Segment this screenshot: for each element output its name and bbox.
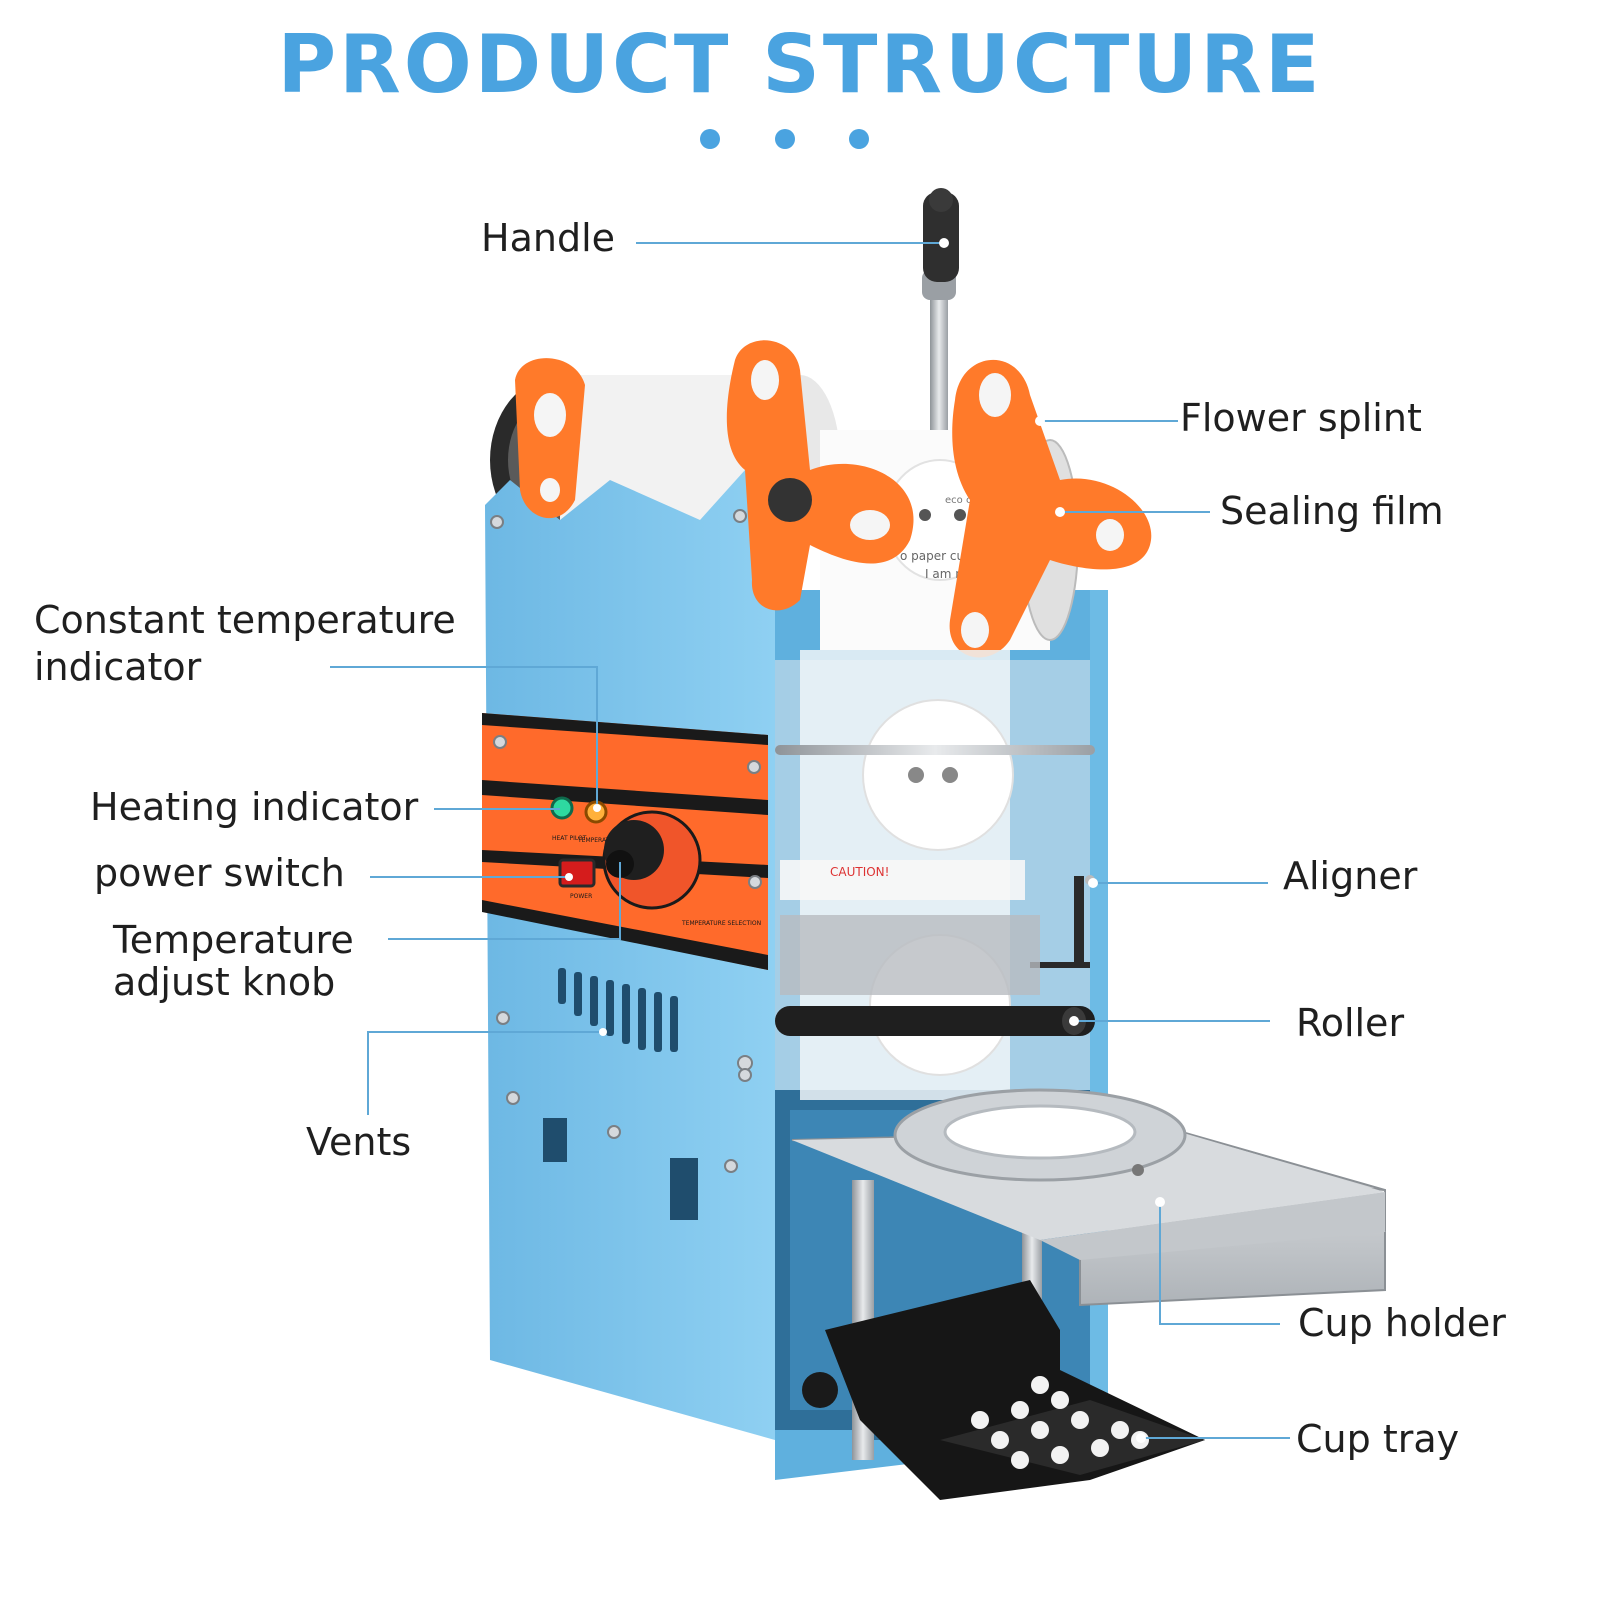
film-text-eco-cup: eco cup	[945, 495, 984, 506]
label-cup-tray: Cup tray	[1296, 1417, 1460, 1461]
label-roller: Roller	[1296, 1001, 1405, 1045]
leader-lines	[330, 238, 1290, 1443]
label-power-switch: power switch	[94, 851, 345, 895]
flower-splint-middle	[726, 340, 914, 611]
page-title: PRODUCT STRUCTURE	[277, 18, 1323, 111]
temperature-selection-text: TEMPERATURE SELECTION	[681, 920, 761, 927]
title-dot-1	[700, 129, 720, 149]
screws	[490, 509, 762, 1173]
label-flower-splint: Flower splint	[1180, 396, 1422, 440]
label-handle: Handle	[481, 216, 616, 260]
film-text-paper-cup: o paper cup	[900, 549, 972, 563]
label-heating-indicator: Heating indicator	[90, 785, 419, 829]
label-temperature-knob-2: adjust knob	[113, 960, 336, 1004]
label-aligner: Aligner	[1283, 854, 1418, 898]
label-constant-temperature-1: Constant temperature	[34, 598, 456, 642]
label-temperature-knob-1: Temperature	[113, 918, 354, 962]
handle-part	[922, 188, 959, 440]
front-slot-2	[670, 1158, 698, 1220]
caution-text: CAUTION!	[830, 865, 889, 879]
title-dot-2	[775, 129, 795, 149]
temperature-text: TEMPERATURE	[577, 837, 622, 844]
cup-tray-part	[802, 1280, 1205, 1500]
label-cup-holder: Cup holder	[1298, 1301, 1506, 1345]
flower-splint-left	[515, 358, 585, 519]
heating-mechanism	[780, 915, 1040, 995]
power-switch[interactable]	[558, 858, 596, 888]
roller-part	[775, 1006, 1095, 1036]
label-sealing-film: Sealing film	[1220, 489, 1444, 533]
front-slot-1	[543, 1118, 567, 1162]
label-vents: Vents	[306, 1120, 412, 1164]
heat-pilot-text: HEAT PILOT	[552, 835, 587, 842]
title-dot-3	[849, 129, 869, 149]
cup-holder-part	[791, 1088, 1386, 1307]
flower-splint-right	[949, 359, 1152, 658]
vents	[558, 968, 678, 1052]
power-text: POWER	[570, 893, 592, 900]
label-constant-temperature-2: indicator	[34, 645, 202, 689]
temperature-knob[interactable]	[602, 810, 702, 910]
